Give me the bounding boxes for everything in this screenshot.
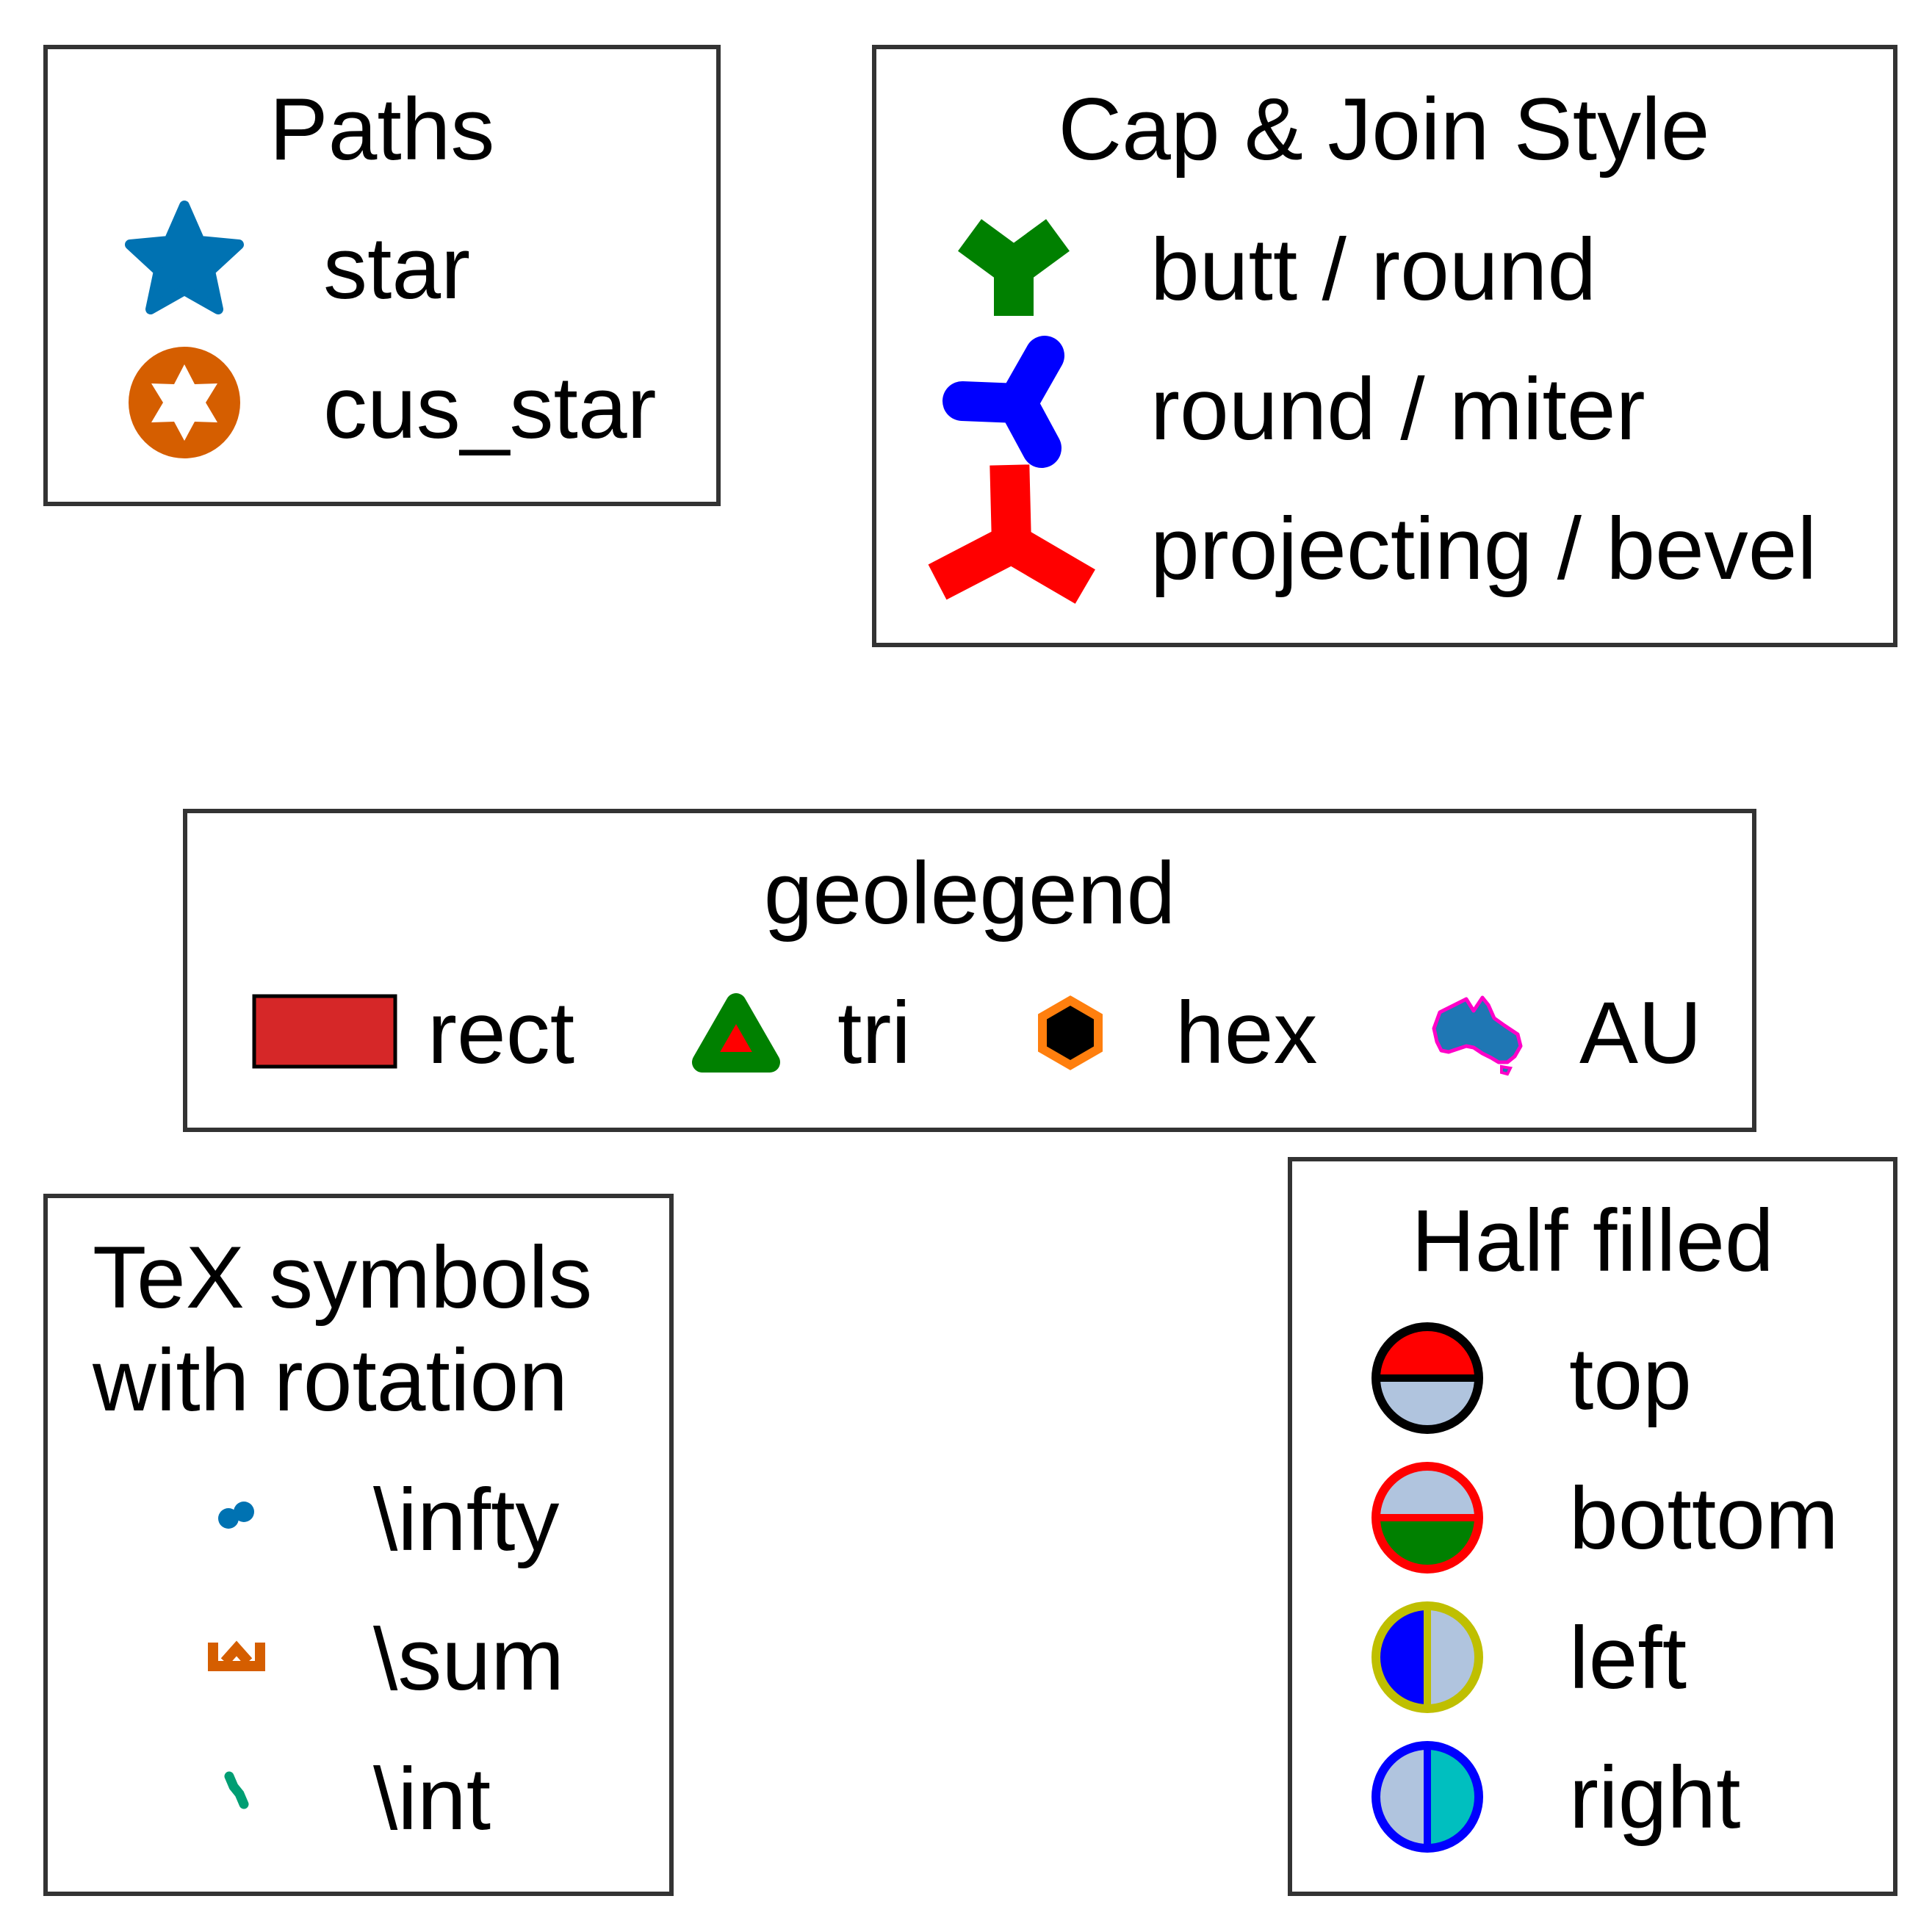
half-bottom-circle-icon bbox=[1371, 1462, 1483, 1574]
half-right-circle-icon bbox=[1371, 1741, 1483, 1853]
paths-legend: Paths star cus_star bbox=[43, 45, 721, 506]
tri-arm-round-icon bbox=[942, 336, 1064, 468]
tex-legend-title-line2: with rotation bbox=[92, 1331, 568, 1430]
cap-join-legend-title: Cap & Join Style bbox=[1058, 80, 1709, 179]
paths-item-cus-star-label: cus_star bbox=[323, 358, 657, 457]
infinity-icon bbox=[218, 1502, 254, 1529]
cap-join-item-projecting-label: projecting / bevel bbox=[1150, 500, 1817, 598]
sum-icon bbox=[208, 1640, 265, 1671]
geo-item-au-label: AU bbox=[1579, 984, 1702, 1082]
integral-icon bbox=[224, 1771, 249, 1809]
tex-item-sum-label: \sum bbox=[373, 1610, 564, 1709]
cap-join-item-round-label: round / miter bbox=[1150, 360, 1646, 458]
tex-item-int-label: \int bbox=[373, 1750, 491, 1848]
half-filled-legend-title: Half filled bbox=[1411, 1192, 1774, 1290]
tri-arm-projecting-icon bbox=[928, 464, 1095, 604]
geo-item-rect-label: rect bbox=[428, 984, 574, 1082]
rectangle-icon bbox=[252, 994, 397, 1069]
tex-legend-frame bbox=[43, 1194, 674, 1896]
half-item-top-label: top bbox=[1569, 1330, 1692, 1428]
hexagon-icon bbox=[1038, 995, 1103, 1070]
tex-item-infty-label: \infty bbox=[373, 1471, 559, 1569]
geo-item-hex-label: hex bbox=[1175, 984, 1317, 1082]
geo-legend-frame bbox=[183, 809, 1756, 1132]
custom-star-disc-icon bbox=[129, 347, 240, 458]
star-icon bbox=[125, 201, 244, 314]
tex-legend-title-line1: TeX symbols bbox=[93, 1228, 592, 1327]
half-item-left-label: left bbox=[1569, 1609, 1687, 1707]
paths-legend-title: Paths bbox=[270, 80, 495, 179]
half-item-bottom-label: bottom bbox=[1569, 1469, 1839, 1568]
australia-icon bbox=[1432, 995, 1523, 1076]
half-filled-legend: Half filled top bottom left bbox=[1288, 1157, 1897, 1896]
paths-item-star-label: star bbox=[323, 219, 470, 317]
cap-join-legend: Cap & Join Style butt / round round / mi… bbox=[872, 45, 1897, 647]
half-top-circle-icon bbox=[1371, 1322, 1483, 1434]
geo-legend-title: geolegend bbox=[764, 844, 1176, 942]
tex-legend: TeX symbols with rotation \infty \sum \i… bbox=[43, 1194, 674, 1896]
tri-arm-butt-icon bbox=[958, 219, 1070, 316]
geo-item-tri-label: tri bbox=[837, 984, 911, 1082]
geo-legend: geolegend rect tri hex AU bbox=[183, 809, 1756, 1132]
half-item-right-label: right bbox=[1569, 1748, 1740, 1847]
half-left-circle-icon bbox=[1371, 1601, 1483, 1713]
cap-join-item-butt-label: butt / round bbox=[1150, 220, 1596, 319]
triangle-icon bbox=[692, 993, 780, 1073]
